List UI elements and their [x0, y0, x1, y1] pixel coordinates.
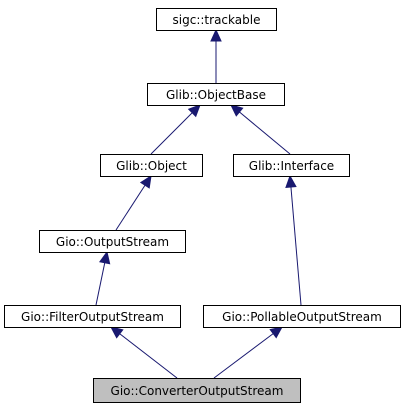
node-label: sigc::trackable: [173, 13, 261, 27]
edge-line: [115, 184, 146, 231]
node-label: Glib::Interface: [249, 159, 334, 173]
node-box: [100, 154, 203, 177]
edge-line: [290, 186, 302, 306]
node-label: Gio::FilterOutputStream: [21, 310, 164, 324]
node-label: Gio::ConverterOutputStream: [111, 384, 284, 398]
edge-line: [95, 262, 106, 306]
node-box: [39, 230, 186, 253]
node-label: Gio::OutputStream: [56, 235, 169, 249]
node-box: [93, 378, 301, 403]
node-interface[interactable]: Glib::Interface: [233, 154, 350, 177]
arrowhead-icon: [269, 326, 283, 339]
nodes-layer: sigc::trackableGlib::ObjectBaseGlib::Obj…: [4, 8, 401, 403]
edge-line: [239, 111, 291, 155]
node-box: [147, 83, 285, 106]
edge-object-to-objectbase: [150, 104, 201, 155]
node-box: [233, 154, 350, 177]
edge-objectbase-to-trackable: [210, 28, 222, 83]
node-converteroutputstream: Gio::ConverterOutputStream: [93, 378, 301, 403]
node-pollableoutputstream[interactable]: Gio::PollableOutputStream: [203, 305, 401, 328]
edge-line: [150, 112, 193, 155]
node-box: [156, 8, 277, 31]
arrowhead-icon: [139, 174, 152, 189]
edge-interface-to-objectbase: [230, 104, 291, 155]
edge-converteroutputstream-to-pollableoutputstream: [213, 326, 283, 379]
node-outputstream[interactable]: Gio::OutputStream: [39, 230, 186, 253]
node-box: [4, 305, 181, 328]
edge-line: [213, 333, 274, 379]
node-object[interactable]: Glib::Object: [100, 154, 203, 177]
arrowhead-icon: [210, 28, 222, 42]
arrowhead-icon: [187, 104, 201, 118]
node-objectbase[interactable]: Glib::ObjectBase: [147, 83, 285, 106]
arrowhead-icon: [230, 104, 244, 117]
node-trackable[interactable]: sigc::trackable: [156, 8, 277, 31]
node-filteroutputstream[interactable]: Gio::FilterOutputStream: [4, 305, 181, 328]
arrowhead-icon: [110, 326, 124, 339]
edge-outputstream-to-object: [115, 174, 152, 231]
node-label: Glib::ObjectBase: [166, 88, 266, 102]
edge-filteroutputstream-to-outputstream: [95, 250, 111, 306]
arrowhead-icon: [99, 250, 111, 265]
edge-converteroutputstream-to-filteroutputstream: [110, 326, 178, 379]
arrowhead-icon: [285, 174, 297, 188]
edges-layer: [95, 28, 302, 379]
edge-line: [119, 333, 178, 379]
edge-pollableoutputstream-to-interface: [285, 174, 302, 306]
node-label: Gio::PollableOutputStream: [222, 310, 382, 324]
node-box: [203, 305, 401, 328]
node-label: Glib::Object: [116, 159, 187, 173]
